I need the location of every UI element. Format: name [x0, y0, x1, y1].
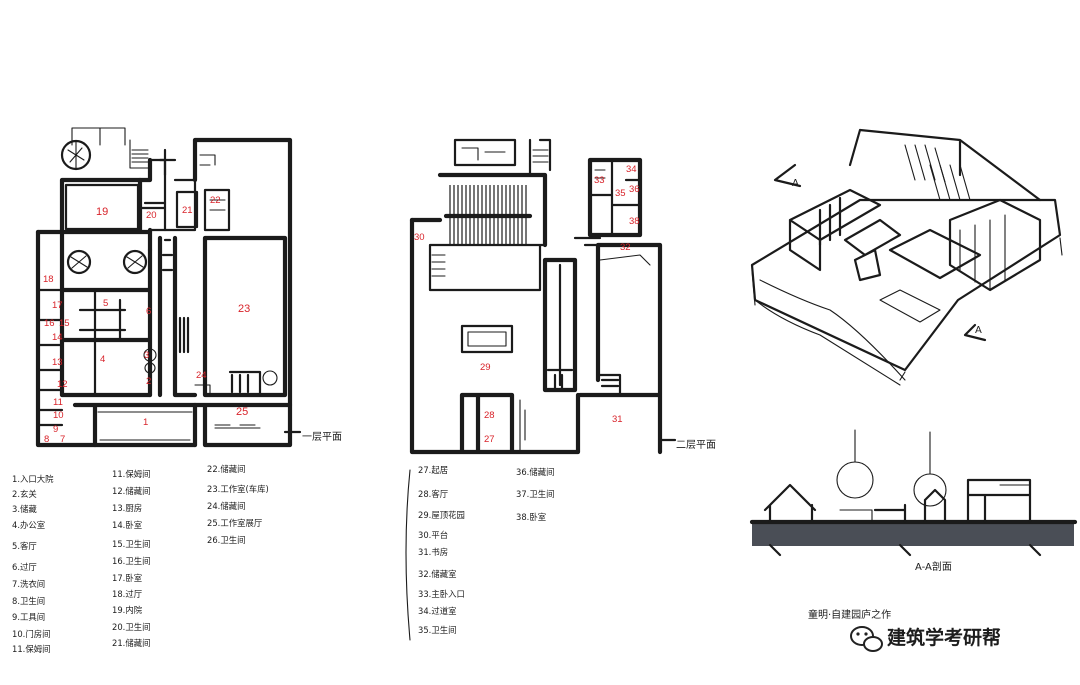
room-number: 1 [143, 417, 148, 428]
room-number: 8 [44, 434, 49, 445]
room-number: 20 [146, 210, 157, 221]
room-number: 27 [484, 434, 495, 445]
room-number: 3 [144, 350, 149, 361]
legend-item: 16.卫生间 [112, 556, 150, 566]
legend-item: 23.工作室(车库) [207, 484, 269, 494]
ground-fill [752, 522, 1074, 546]
legend-item: 18.过厅 [112, 589, 142, 599]
legend-item: 28.客厅 [418, 489, 448, 499]
room-number: 25 [236, 406, 248, 418]
legend-item: 10.门房间 [12, 629, 50, 639]
section-sketch: A-A剖面 童明·自建园庐之作 [749, 429, 1078, 621]
legend-item: 14.卧室 [112, 520, 142, 530]
legend-item: 3.储藏 [12, 504, 37, 514]
legend-item: 17.卧室 [112, 573, 142, 583]
room-number: 23 [238, 303, 250, 315]
room-number: 5 [103, 298, 108, 309]
room-number: 13 [52, 357, 63, 368]
legend-item: 30.平台 [418, 530, 448, 540]
legend-item: 12.储藏间 [112, 486, 150, 496]
room-number: 30 [414, 232, 425, 243]
room-number: 7 [60, 434, 65, 445]
legend-item: 21.储藏间 [112, 638, 150, 648]
room-number: 34 [626, 164, 637, 175]
room-number: 32 [620, 242, 631, 253]
legend-item: 19.内院 [112, 605, 143, 615]
roof-hatch [443, 185, 533, 245]
legend-item: 11.保姆间 [112, 469, 150, 479]
legend-item: 20.卫生间 [112, 622, 150, 632]
room-number: 14 [52, 332, 63, 343]
legend-item: 27.起居 [418, 465, 448, 475]
room-number: 38 [629, 216, 640, 227]
legend-item: 22.储藏间 [207, 464, 245, 474]
legend-item: 2.玄关 [12, 489, 37, 499]
legend-item: 38.卧室 [516, 512, 546, 522]
upper-floor-plan: 二层平面 33 34 35 36 38 30 32 29 28 27 31 27… [405, 138, 716, 641]
legend-item: 5.客厅 [12, 541, 37, 551]
room-number: 31 [612, 414, 623, 425]
legend-item: 13.厨房 [112, 503, 142, 513]
wechat-icon [850, 626, 883, 652]
room-number: 22 [210, 195, 221, 206]
legend-item: 11.保姆间 [12, 644, 50, 654]
legend-item: 1.入口大院 [12, 474, 54, 484]
room-number: 24 [196, 370, 207, 381]
upper-floor-legend: 27.起居 28.客厅 29.屋顶花园 30.平台 31.书房 32.储藏室 3… [405, 465, 554, 641]
ground-floor-plan: 一层平面 19 20 21 22 18 5 6 23 17 16 15 14 1… [12, 127, 342, 654]
room-number: 6 [146, 306, 151, 317]
room-number: 11 [53, 397, 63, 408]
legend-item: 36.储藏间 [516, 467, 554, 477]
section-mark-top: A [792, 178, 799, 189]
legend-item: 25.工作室展厅 [207, 518, 262, 528]
upper-floor-caption: 二层平面 [676, 439, 716, 451]
legend-item: 35.卫生间 [418, 625, 456, 635]
section-caption: A-A剖面 [915, 560, 952, 573]
room-number: 9 [53, 424, 58, 435]
room-number: 10 [53, 410, 64, 421]
section-mark-bottom: A [975, 325, 982, 336]
legend-item: 24.储藏间 [207, 501, 245, 511]
room-number: 36 [629, 184, 640, 195]
ground-floor-caption: 一层平面 [302, 431, 342, 443]
legend-item: 29.屋顶花园 [418, 510, 465, 520]
watermark: 建筑学考研帮 [850, 626, 1001, 652]
room-number: 29 [480, 362, 491, 373]
legend-item: 6.过厅 [12, 562, 37, 572]
room-number: 28 [484, 410, 495, 421]
room-number: 15 [59, 318, 70, 329]
room-number: 19 [96, 206, 108, 218]
room-number: 21 [182, 205, 193, 216]
legend-item: 9.工具间 [12, 612, 45, 622]
legend-item: 34.过道室 [418, 606, 456, 616]
legend-item: 33.主卧入口 [418, 589, 465, 599]
legend-item: 32.储藏室 [418, 569, 456, 579]
legend-item: 37.卫生间 [516, 489, 554, 499]
room-number: 4 [100, 354, 105, 365]
room-number: 35 [615, 188, 626, 199]
legend-item: 8.卫生间 [12, 596, 45, 606]
legend-item: 15.卫生间 [112, 539, 150, 549]
legend-item: 26.卫生间 [207, 535, 245, 545]
axonometric-sketch: A A [750, 128, 1063, 386]
ground-floor-legend: 1.入口大院 2.玄关 3.储藏 4.办公室 5.客厅 6.过厅 7.洗衣间 8… [12, 464, 269, 654]
room-number: 18 [43, 274, 54, 285]
room-number: 2 [146, 376, 151, 387]
room-number: 16 [44, 318, 55, 329]
legend-item: 4.办公室 [12, 520, 45, 530]
watermark-text: 建筑学考研帮 [887, 626, 1001, 649]
sketch-signature: 童明·自建园庐之作 [808, 608, 891, 621]
legend-item: 31.书房 [418, 547, 448, 557]
room-number: 12 [57, 379, 68, 390]
room-number: 33 [594, 175, 605, 186]
legend-item: 7.洗衣间 [12, 579, 45, 589]
room-number: 17 [52, 300, 63, 311]
